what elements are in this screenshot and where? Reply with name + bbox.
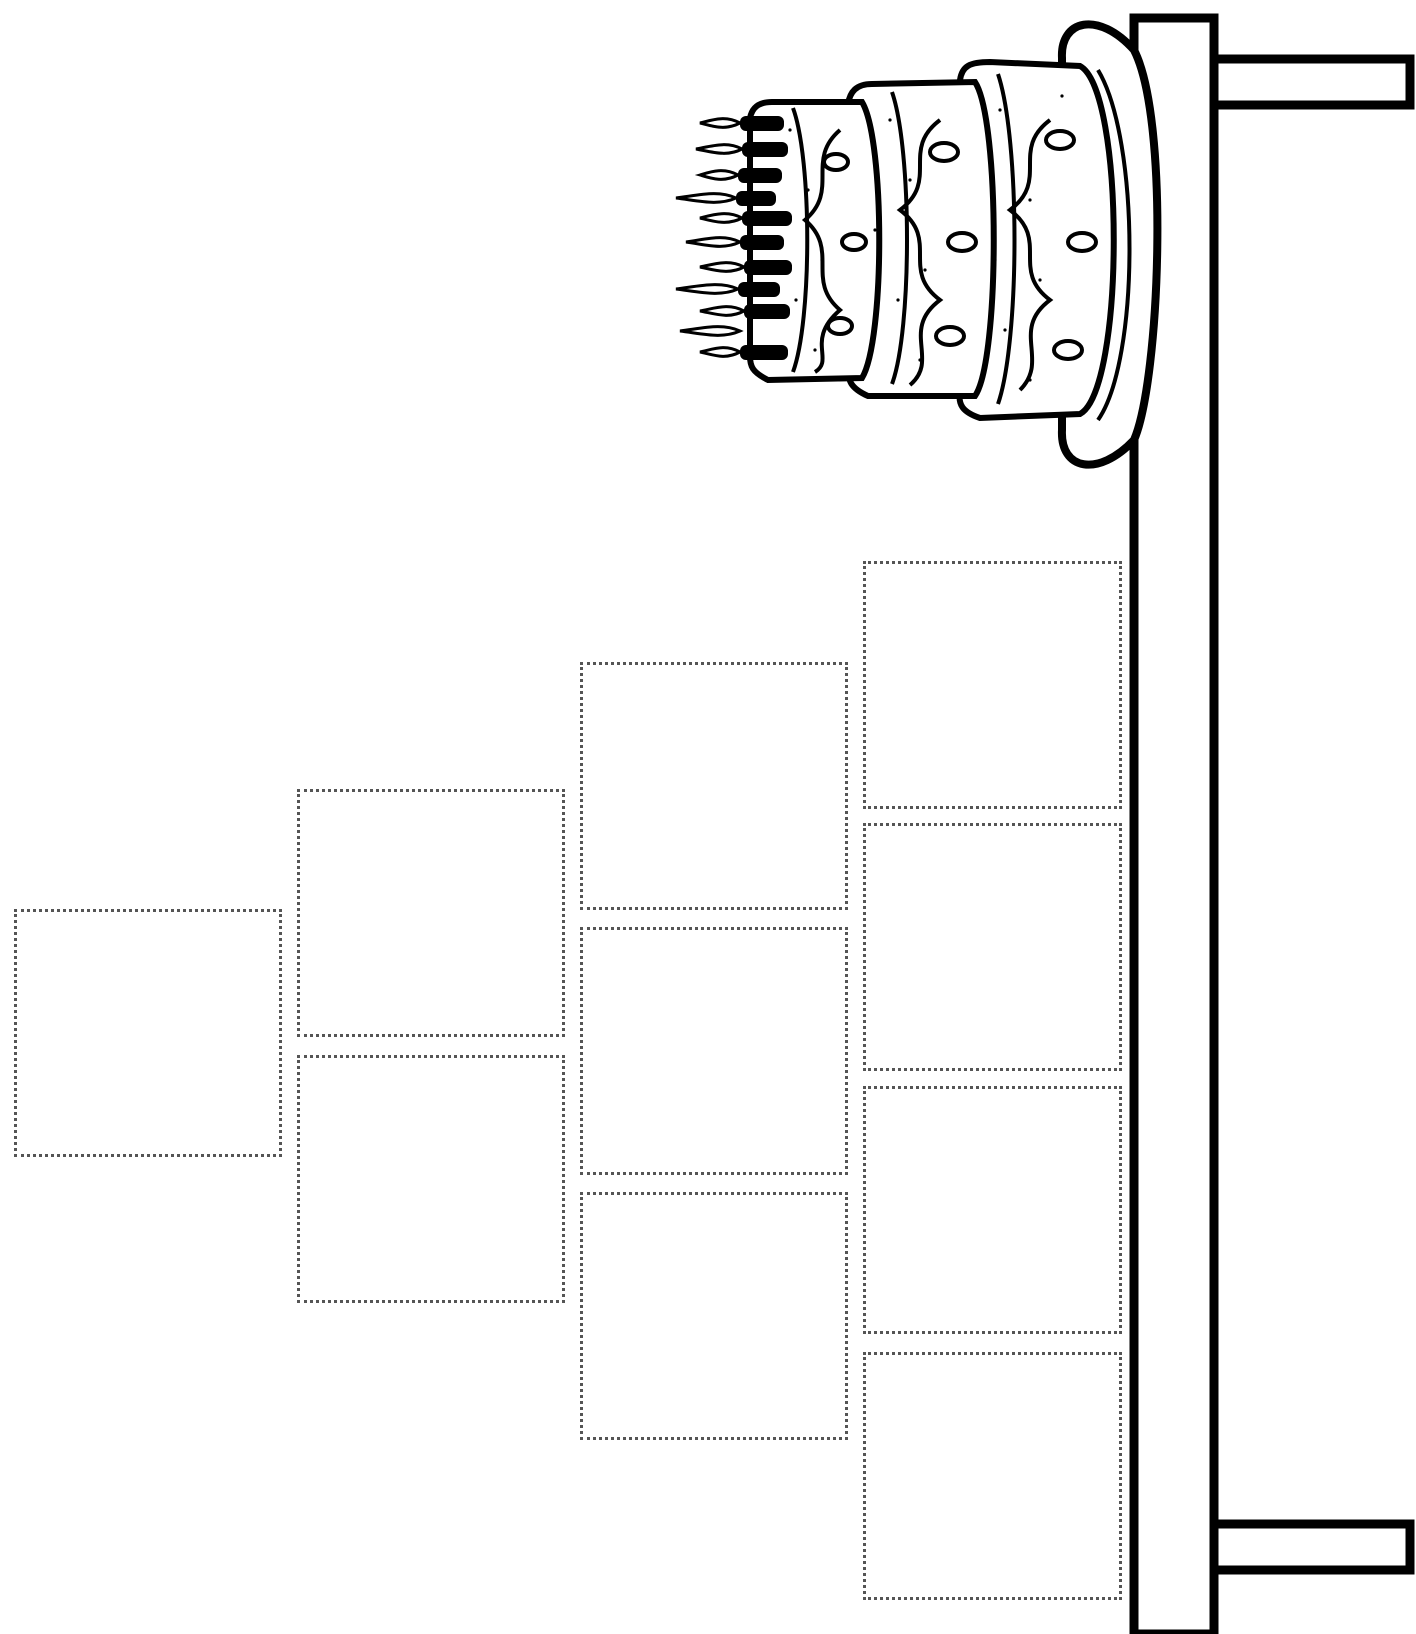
candles — [736, 116, 792, 360]
flame-icon — [700, 214, 742, 223]
flame-icon — [676, 285, 738, 294]
stand-post — [1134, 18, 1214, 1634]
flame-icon — [700, 348, 740, 357]
candle — [744, 304, 790, 319]
flame-icon — [700, 307, 744, 316]
cake-plate-rim — [1098, 70, 1130, 420]
cake-icon — [750, 62, 1114, 418]
flame-icon — [676, 194, 736, 203]
cake-plate — [1062, 24, 1157, 464]
stand-arm-bottom — [1214, 1524, 1410, 1570]
cake-tier-middle — [848, 82, 994, 396]
candle — [742, 142, 788, 157]
tree-box-gen1-1[interactable] — [14, 909, 282, 1157]
cake-tier-top — [750, 102, 879, 380]
flame-icon — [686, 238, 740, 247]
tree-box-gen3-2[interactable] — [580, 927, 848, 1175]
flame-icon — [700, 263, 744, 272]
flame-icon — [700, 119, 740, 128]
candle — [740, 235, 784, 250]
candle — [736, 191, 776, 206]
flame-icon — [696, 145, 742, 154]
candle — [738, 282, 780, 297]
flame-icon — [680, 327, 740, 336]
candle — [740, 345, 788, 360]
candle — [738, 168, 782, 183]
tree-box-gen2-2[interactable] — [297, 1055, 565, 1303]
frosting-wave-middle — [900, 120, 940, 385]
cake-speckles — [778, 94, 1063, 381]
flame-icon — [700, 171, 738, 180]
tree-box-gen4-2[interactable] — [863, 823, 1122, 1071]
tree-box-gen3-3[interactable] — [580, 1192, 848, 1440]
stand-arm-top — [1214, 59, 1410, 105]
candle — [742, 211, 792, 226]
candle — [740, 116, 784, 131]
tree-box-gen4-3[interactable] — [863, 1086, 1122, 1334]
candle-flames — [676, 119, 744, 357]
tree-box-gen3-1[interactable] — [580, 662, 848, 910]
candle — [744, 260, 792, 275]
tree-box-gen2-1[interactable] — [297, 789, 565, 1037]
frosting-wave-top — [805, 130, 840, 372]
frosting-wave-bottom — [1010, 120, 1050, 390]
tree-box-gen4-4[interactable] — [863, 1352, 1122, 1600]
tree-box-gen4-1[interactable] — [863, 561, 1122, 809]
cake-tier-bottom — [960, 62, 1114, 418]
